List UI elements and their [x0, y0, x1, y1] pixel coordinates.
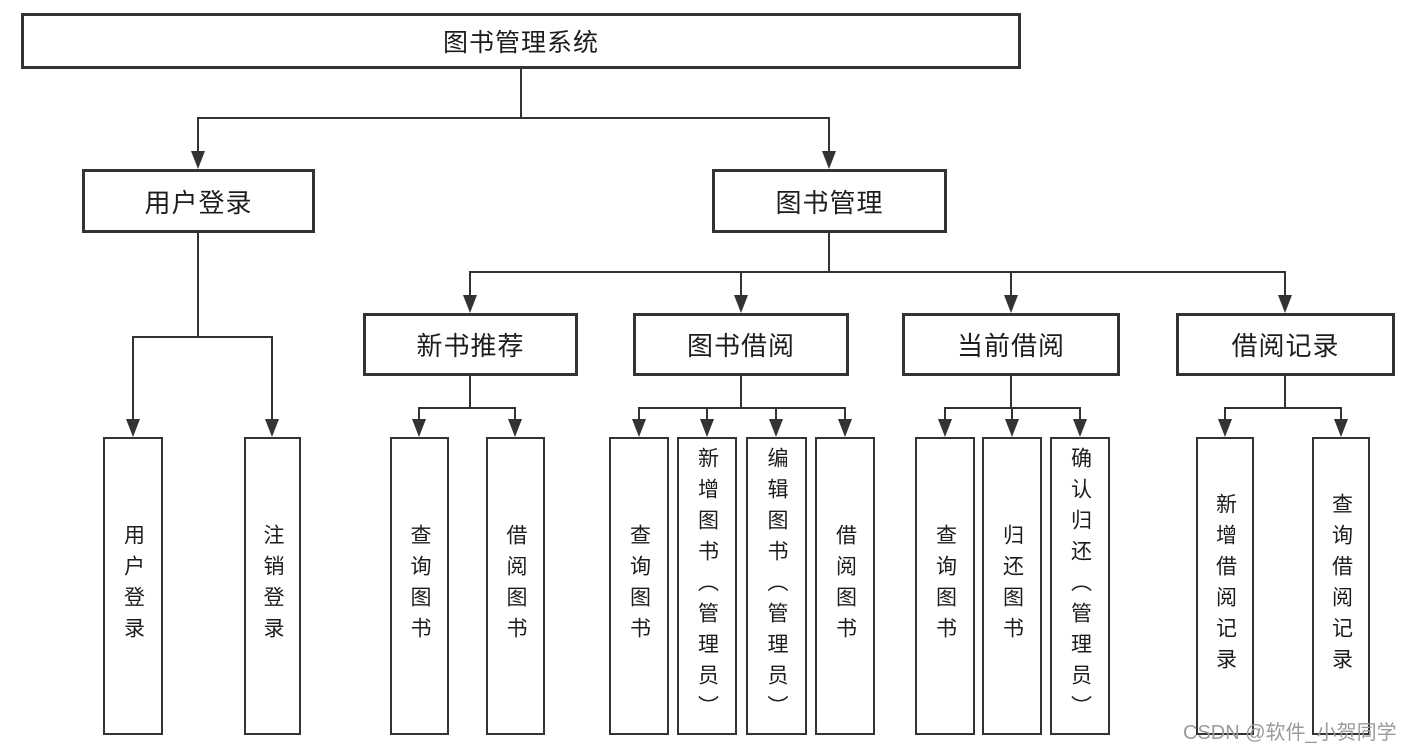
arrowhead-down-icon	[412, 419, 426, 437]
arrowhead-down-icon	[1278, 295, 1292, 313]
connector-line	[775, 407, 777, 419]
connector-line	[197, 117, 830, 119]
connector-line	[520, 69, 522, 117]
leaf-label: 用户登录	[121, 524, 145, 648]
leaf-confirm-return-admin: 确认归还（管理员）	[1050, 437, 1110, 735]
node-root-label: 图书管理系统	[442, 29, 599, 57]
node-root: 图书管理系统	[21, 13, 1021, 69]
arrowhead-down-icon	[700, 419, 714, 437]
node-label: 当前借阅	[956, 331, 1065, 361]
connector-line	[514, 407, 516, 419]
connector-line	[1224, 407, 1226, 419]
leaf-label: 新增图书（管理员）	[695, 446, 719, 726]
arrowhead-down-icon	[1005, 419, 1019, 437]
arrowhead-down-icon	[126, 419, 140, 437]
connector-line	[1340, 407, 1342, 419]
node-label: 借阅记录	[1231, 331, 1340, 361]
arrowhead-down-icon	[769, 419, 783, 437]
leaf-label: 确认归还（管理员）	[1068, 446, 1092, 726]
node-current-borrowing: 当前借阅	[902, 313, 1120, 376]
leaf-label: 查询图书	[408, 524, 431, 648]
leaf-label: 查询借阅记录	[1329, 493, 1353, 679]
connector-line	[740, 376, 742, 407]
node-book-borrowing: 图书借阅	[633, 313, 849, 376]
arrowhead-down-icon	[1218, 419, 1232, 437]
leaf-query-books-recommend: 查询图书	[390, 437, 449, 735]
connector-line	[132, 336, 273, 338]
node-borrowing-records: 借阅记录	[1176, 313, 1395, 376]
leaf-label: 借阅图书	[833, 524, 857, 648]
connector-line	[1284, 376, 1286, 407]
leaf-label: 编辑图书（管理员）	[765, 446, 788, 726]
leaf-label: 查询图书	[933, 524, 957, 648]
connector-line	[638, 407, 640, 419]
arrowhead-down-icon	[508, 419, 522, 437]
leaf-label: 查询图书	[627, 524, 651, 648]
node-book-management: 图书管理	[712, 169, 947, 233]
leaf-label: 新增借阅记录	[1213, 493, 1237, 679]
leaf-add-borrow-record: 新增借阅记录	[1196, 437, 1254, 735]
connector-line	[844, 407, 846, 419]
node-user-login: 用户登录	[82, 169, 315, 233]
leaf-label: 归还图书	[1000, 524, 1024, 648]
watermark: CSDN @软件_小贺同学	[1183, 722, 1397, 744]
arrowhead-down-icon	[822, 151, 836, 169]
node-label: 图书借阅	[686, 331, 795, 361]
arrowhead-down-icon	[463, 295, 477, 313]
leaf-add-books-admin: 新增图书（管理员）	[677, 437, 737, 735]
connector-line	[469, 271, 1286, 273]
arrowhead-down-icon	[265, 419, 279, 437]
connector-line	[469, 271, 471, 295]
connector-line	[944, 407, 946, 419]
leaf-logout: 注销登录	[244, 437, 301, 735]
node-label: 新书推荐	[416, 331, 525, 361]
connector-line	[271, 336, 273, 419]
arrowhead-down-icon	[1334, 419, 1348, 437]
leaf-query-borrow-record: 查询借阅记录	[1312, 437, 1370, 735]
arrowhead-down-icon	[1004, 295, 1018, 313]
connector-line	[1079, 407, 1081, 419]
connector-line	[1011, 407, 1013, 419]
connector-line	[706, 407, 708, 419]
arrowhead-down-icon	[1073, 419, 1087, 437]
arrowhead-down-icon	[838, 419, 852, 437]
leaf-label: 借阅图书	[504, 524, 527, 648]
connector-line	[828, 233, 830, 271]
connector-line	[132, 336, 134, 419]
node-label: 用户登录	[144, 187, 253, 218]
connector-line	[197, 233, 199, 336]
connector-line	[469, 376, 471, 407]
leaf-edit-books-admin: 编辑图书（管理员）	[746, 437, 807, 735]
arrowhead-down-icon	[734, 295, 748, 313]
connector-line	[638, 407, 846, 409]
connector-line	[418, 407, 420, 419]
leaf-query-books-current: 查询图书	[915, 437, 975, 735]
connector-line	[1284, 271, 1286, 295]
node-label: 图书管理	[775, 187, 884, 218]
leaf-query-books-borrowing: 查询图书	[609, 437, 669, 735]
arrowhead-down-icon	[632, 419, 646, 437]
connector-line	[1010, 376, 1012, 407]
leaf-borrow-books: 借阅图书	[815, 437, 875, 735]
connector-line	[828, 117, 830, 151]
connector-line	[418, 407, 516, 409]
node-new-book-recommend: 新书推荐	[363, 313, 578, 376]
connector-line	[197, 117, 199, 151]
leaf-user-login: 用户登录	[103, 437, 163, 735]
arrowhead-down-icon	[938, 419, 952, 437]
leaf-borrow-books-recommend: 借阅图书	[486, 437, 545, 735]
connector-line	[740, 271, 742, 295]
leaf-return-books: 归还图书	[982, 437, 1042, 735]
arrowhead-down-icon	[191, 151, 205, 169]
connector-line	[1224, 407, 1342, 409]
leaf-label: 注销登录	[261, 524, 284, 648]
connector-line	[1010, 271, 1012, 295]
